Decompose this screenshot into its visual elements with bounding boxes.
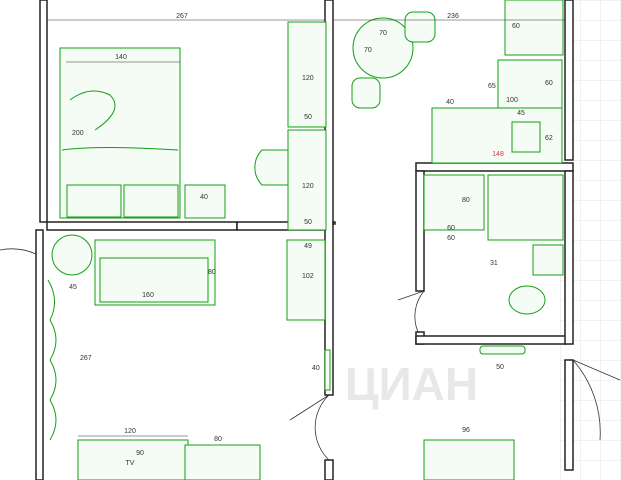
dim-hall-96: 96 — [462, 427, 470, 434]
dim-shelf-length: 102 — [302, 273, 314, 280]
dim-bedroom-width: 267 — [176, 13, 188, 20]
armchair — [51, 234, 93, 276]
dim-table-h: 70 — [364, 47, 372, 54]
dim-shelf-width: 49 — [304, 243, 312, 250]
dim-living-height: 267 — [80, 355, 92, 362]
dim-bath-60-a: 60 — [447, 225, 455, 232]
dim-wardrobe-upper-width: 50 — [304, 114, 312, 121]
counter — [431, 107, 563, 164]
living-room — [47, 234, 331, 480]
dresser — [184, 444, 261, 480]
nightstand — [184, 184, 226, 219]
walls — [35, 0, 574, 480]
tv-label: TV — [126, 460, 135, 467]
watermark: ЦИАН — [345, 358, 478, 410]
kitchen — [351, 0, 564, 164]
dim-counter-100: 100 — [506, 97, 518, 104]
dim-bath-sink: 80 — [462, 197, 470, 204]
dim-sofa-depth: 80 — [208, 269, 216, 276]
wardrobe-lower — [287, 129, 327, 231]
dim-wardrobe-lower-depth: 120 — [302, 183, 314, 190]
shelf — [286, 239, 326, 321]
dim-bed-length: 200 — [72, 130, 84, 137]
door-swings — [0, 248, 621, 461]
dim-nightstand: 40 — [200, 194, 208, 201]
tv-unit — [77, 439, 189, 480]
bedroom — [59, 21, 327, 231]
washing-machine — [423, 174, 485, 231]
dim-bed-width: 140 — [115, 54, 127, 61]
wardrobe-upper — [287, 21, 327, 128]
dining-table — [352, 17, 414, 79]
dim-fridge: 60 — [512, 23, 520, 30]
dim-bath-60-b: 60 — [447, 235, 455, 242]
dim-kitchen-width: 236 — [447, 13, 459, 20]
bathroom — [423, 174, 564, 480]
shower — [487, 174, 564, 241]
dim-cabinet-45: 45 — [517, 110, 525, 117]
dim-tv-unit: 120 — [124, 428, 136, 435]
dim-small-shelf: 40 — [312, 365, 320, 372]
dim-kitchen-148: 148 — [492, 151, 504, 158]
dim-table-w: 70 — [379, 30, 387, 37]
dim-bath-31: 31 — [490, 260, 498, 267]
dim-wardrobe-upper-depth: 120 — [302, 75, 314, 82]
dim-armchair: 45 — [69, 284, 77, 291]
hall-mat — [423, 439, 515, 480]
dimension-lines — [47, 19, 565, 437]
dim-counter-40: 40 — [446, 99, 454, 106]
dim-cabinet-60: 60 — [545, 80, 553, 87]
dim-kitchen-65: 65 — [488, 83, 496, 90]
dim-wardrobe-lower-width: 50 — [304, 219, 312, 226]
dim-sofa-length: 160 — [142, 292, 154, 299]
dim-dresser: 80 — [214, 436, 222, 443]
dim-hall-50: 50 — [496, 364, 504, 371]
dim-kitchen-62: 62 — [545, 135, 553, 142]
toilet — [508, 285, 546, 315]
fridge — [504, 0, 564, 56]
dim-tv: 90 — [136, 450, 144, 457]
